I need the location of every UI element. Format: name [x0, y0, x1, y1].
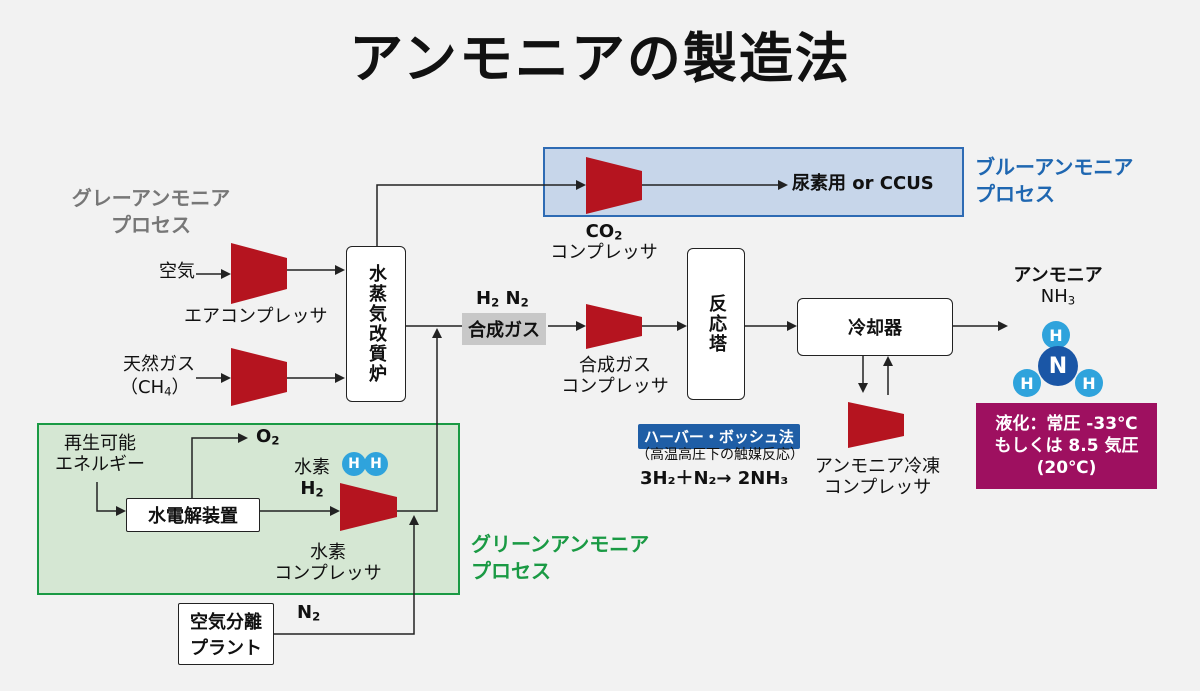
air-sep-n2-sub: 2 — [312, 609, 321, 624]
h2-sub: 2 — [491, 295, 500, 310]
liquefaction-line3: (20℃) — [1036, 458, 1097, 479]
green-process-line1: グリーンアンモニア — [471, 532, 650, 556]
co2-compressor-icon — [586, 157, 642, 214]
renewable-line2: エネルギー — [55, 453, 145, 475]
arrow-renewable-to-electrolyzer — [96, 482, 126, 516]
refrigeration-compressor-label: アンモニア冷凍 コンプレッサ — [805, 456, 950, 498]
air-separation-line1: 空気分離 — [190, 612, 262, 633]
product-name: アンモニア — [1013, 265, 1103, 286]
air-separation-box: 空気分離 プラント — [178, 603, 274, 665]
liquefaction-line2: もしくは 8.5 気圧 — [994, 435, 1139, 456]
hydrogen-compressor-line2: コンプレッサ — [274, 562, 382, 584]
page-title: アンモニアの製造法 — [349, 27, 851, 90]
steam-reformer-box: 水蒸気改質炉 — [346, 246, 406, 402]
o2-sub: 2 — [271, 433, 280, 448]
arrow-n2-to-syngas — [273, 515, 419, 635]
syngas-compressor-line2: コンプレッサ — [561, 375, 669, 397]
green-process-title: グリーンアンモニア プロセス — [471, 531, 649, 585]
syngas-compressor-label: 合成ガス コンプレッサ — [545, 355, 685, 397]
ch4-suffix: ） — [171, 377, 190, 398]
cooler-label: 冷却器 — [848, 318, 902, 339]
co2-sub: 2 — [614, 228, 623, 243]
hydrogen-atom-icon-green-1: H — [342, 452, 366, 476]
air-label: 空気 — [159, 261, 195, 282]
reactor-box: 反応塔 — [687, 248, 745, 400]
steam-reformer-label: 水蒸気改質炉 — [366, 264, 387, 384]
ch4-sub: 4 — [164, 384, 172, 399]
syngas-compressor-icon — [586, 304, 642, 349]
nitrogen-atom-icon: N — [1038, 346, 1078, 386]
natural-gas-label: 天然ガス — [123, 354, 195, 375]
hydrogen-compressor-label: 水素 コンプレッサ — [263, 542, 393, 584]
hydrogen-compressor-icon — [340, 483, 397, 531]
refrigeration-line2: コンプレッサ — [823, 476, 932, 498]
product-label: アンモニア NH3 — [998, 265, 1118, 308]
liquefaction-line1: 液化：常圧 -33℃ — [995, 413, 1138, 434]
electrolyzer-box: 水電解装置 — [126, 498, 260, 532]
arrow-reformer-to-co2 — [376, 180, 586, 246]
o2-prefix: O — [256, 426, 272, 447]
nh3-sub: 3 — [1067, 293, 1076, 308]
natural-gas-compressor-icon — [231, 348, 287, 406]
h2-prefix: H — [476, 288, 492, 309]
reactor-label: 反応塔 — [706, 294, 727, 354]
air-compressor-label: エアコンプレッサ — [184, 306, 328, 327]
haber-bosch-equation: 3H₂＋N₂→ 2NH₃ — [640, 468, 789, 489]
gray-process-line1: グレーアンモニア — [71, 186, 231, 210]
electrolyzer-label: 水電解装置 — [148, 506, 238, 527]
air-separation-line2: プラント — [190, 638, 262, 659]
n2-label: N2 — [297, 602, 321, 624]
hydrogen-label: 水素 H2 — [284, 457, 340, 500]
h2-formula: H2 — [284, 477, 340, 500]
syngas-tag: 合成ガス — [462, 313, 546, 345]
blue-process-line1: ブルーアンモニア — [975, 155, 1134, 179]
n2-sub: 2 — [520, 295, 529, 310]
co2-compressor-text: コンプレッサ — [550, 241, 658, 263]
blue-process-title: ブルーアンモニア プロセス — [975, 154, 1133, 208]
product-formula: NH3 — [998, 285, 1118, 308]
hydrogen-text: 水素 — [294, 457, 330, 478]
n2-prefix: N — [505, 288, 521, 309]
refrigeration-compressor-icon — [848, 402, 904, 448]
hydrogen-atom-icon-right: H — [1075, 369, 1103, 397]
hydrogen-atom-icon-top: H — [1042, 321, 1070, 349]
green-h2-sub: 2 — [315, 485, 324, 500]
air-compressor-icon — [231, 243, 287, 304]
cooler-box: 冷却器 — [797, 298, 953, 356]
haber-bosch-note: （高温高圧下の触媒反応） — [636, 447, 804, 463]
gray-process-line2: プロセス — [111, 213, 191, 237]
green-process-line2: プロセス — [471, 559, 551, 583]
arrow-hydrogen-to-syngas — [397, 328, 442, 512]
ch4-prefix: （CH — [120, 377, 165, 398]
ch4-label: （CH4） — [120, 377, 190, 399]
renewable-line1: 再生可能 — [64, 433, 136, 454]
nh3-prefix: NH — [1040, 285, 1068, 307]
liquefaction-box: 液化：常圧 -33℃ もしくは 8.5 気圧 (20℃) — [976, 403, 1157, 489]
hydrogen-atom-icon-green-2: H — [364, 452, 388, 476]
hydrogen-compressor-line1: 水素 — [310, 542, 346, 563]
gray-process-title: グレーアンモニア プロセス — [56, 185, 246, 239]
haber-bosch-badge: ハーバー・ボッシュ法 — [638, 424, 800, 449]
refrigeration-line1: アンモニア冷凍 — [814, 456, 941, 477]
air-sep-n2-prefix: N — [297, 602, 313, 623]
green-h2-prefix: H — [300, 477, 316, 499]
ccus-destination-label: 尿素用 or CCUS — [792, 173, 934, 194]
hydrogen-atom-icon-left: H — [1013, 369, 1041, 397]
co2-compressor-label: CO2 コンプレッサ — [545, 221, 663, 263]
co2-prefix: CO — [585, 221, 615, 242]
co2-formula: CO2 — [545, 221, 663, 243]
blue-process-line2: プロセス — [975, 182, 1055, 206]
syngas-compressor-line1: 合成ガス — [579, 355, 651, 376]
renewable-energy-label: 再生可能 エネルギー — [50, 433, 150, 475]
syngas-formula: H2 N2 — [476, 288, 529, 310]
o2-label: O2 — [256, 426, 280, 448]
arrow-electrolyzer-to-o2 — [191, 433, 248, 498]
